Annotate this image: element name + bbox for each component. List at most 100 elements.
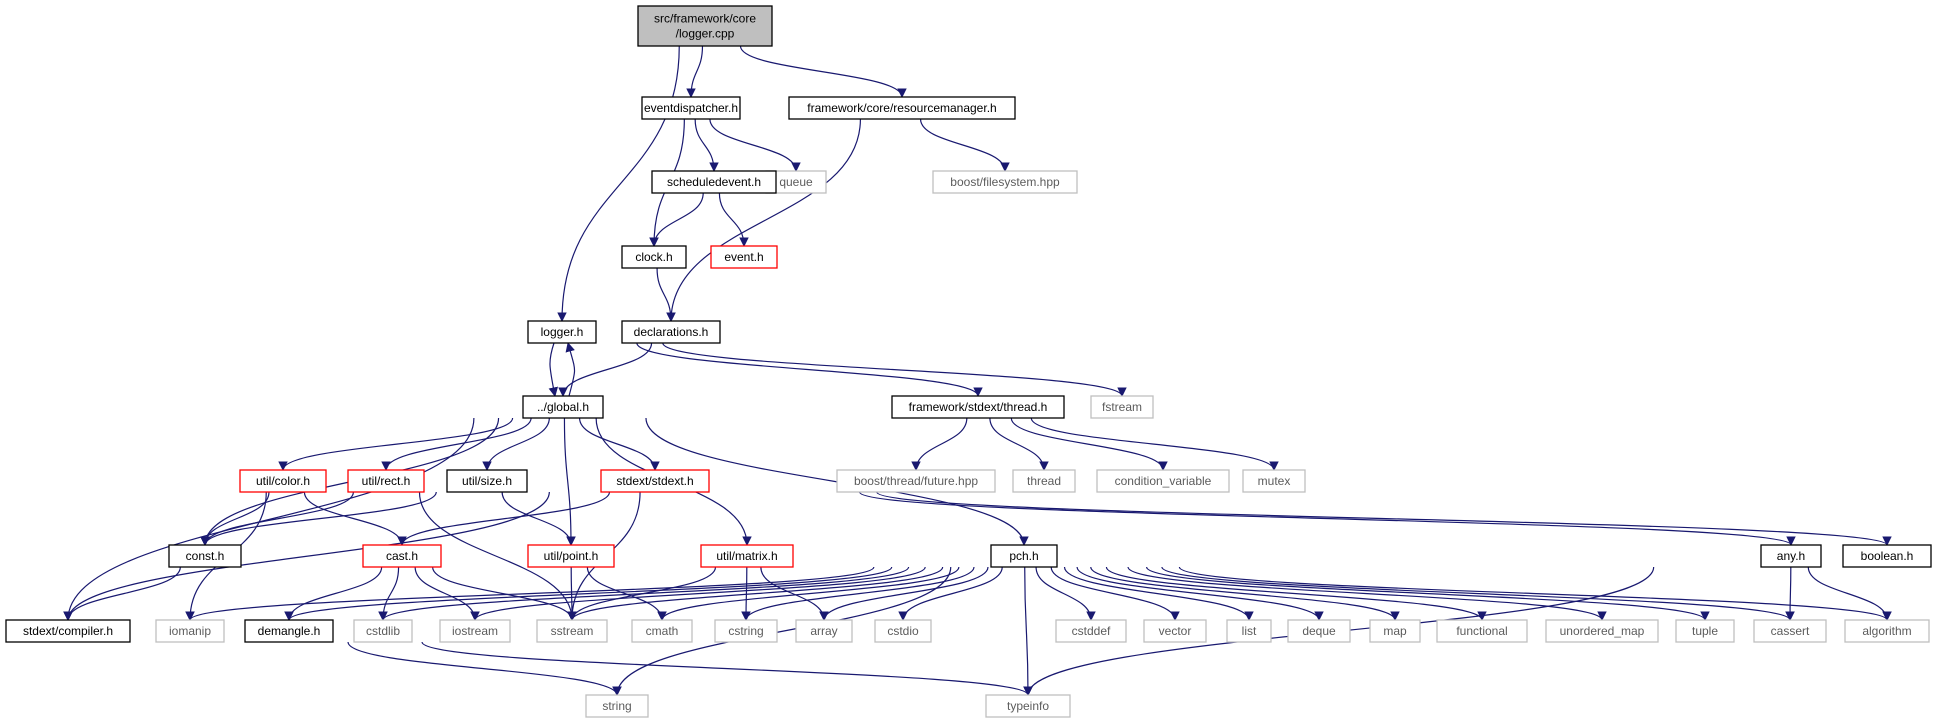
node-box-tuple [1675,619,1735,643]
node-box-condvar [1096,469,1230,493]
node-pch[interactable]: pch.h [990,544,1058,568]
edge-logger-to-thread_h [636,342,983,397]
node-box-cstdlib [353,619,413,643]
edge-global-to-point [563,417,576,546]
edge-thread_h-to-condvar [1010,417,1168,471]
node-compiler[interactable]: stdext/compiler.h [5,619,131,643]
edge-global-to-logger [565,342,576,397]
node-event[interactable]: event.h [710,245,778,269]
node-box-cmath [631,619,693,643]
node-label-color: util/color.h [256,474,310,488]
node-label-tuple: tuple [1692,624,1718,638]
node-box-global [522,395,604,419]
node-const[interactable]: const.h [168,544,242,568]
node-any[interactable]: any.h [1760,544,1822,568]
node-fstream: fstream [1090,395,1154,419]
node-label-any: any.h [1777,549,1805,563]
node-eventdispatcher[interactable]: eventdispatcher.h [641,96,741,120]
edge-pch-to-cstring [741,566,975,621]
node-string: string [585,694,649,718]
node-label-list: list [1242,624,1257,638]
node-label-eventdispatcher: eventdispatcher.h [644,101,738,115]
node-boolean[interactable]: boolean.h [1842,544,1932,568]
node-label-scheduledevent: scheduledevent.h [667,175,761,189]
node-label-vector: vector [1159,624,1192,638]
node-color[interactable]: util/color.h [239,469,327,493]
node-box-iomanip [155,619,225,643]
node-box-point [527,544,615,568]
node-logger[interactable]: logger.h [527,320,597,344]
node-global[interactable]: ../global.h [522,395,604,419]
node-thread_h[interactable]: framework/stdext/thread.h [891,395,1065,419]
node-demangle[interactable]: demangle.h [244,619,334,643]
node-clock[interactable]: clock.h [621,245,687,269]
node-label-thread: thread [1027,474,1061,488]
node-box-boostfs [932,170,1078,194]
node-label-thread_h: framework/stdext/thread.h [909,400,1048,414]
edge-cast-to-iostream [414,566,480,621]
node-label-iomanip: iomanip [169,624,211,638]
node-root[interactable]: src/framework/core/logger.cpp [637,5,773,47]
edge-pch-to-array [819,566,989,621]
edge-resourcemanager-to-boostfs [919,118,1010,172]
node-label-rect: util/rect.h [362,474,411,488]
node-tuple: tuple [1675,619,1735,643]
node-cstdlib: cstdlib [353,619,413,643]
edge-root-to-eventdispatcher [686,45,704,98]
node-rect[interactable]: util/rect.h [347,469,425,493]
node-box-any [1760,544,1822,568]
edge-pch-to-map [1090,566,1400,621]
node-point[interactable]: util/point.h [527,544,615,568]
node-box-functional [1436,619,1528,643]
node-future: boost/thread/future.hpp [836,469,996,493]
node-label-declarations: declarations.h [634,325,709,339]
node-condvar: condition_variable [1096,469,1230,493]
node-label-map: map [1383,624,1407,638]
node-cmath: cmath [631,619,693,643]
node-label-cast: cast.h [386,549,418,563]
node-map: map [1369,619,1421,643]
node-size[interactable]: util/size.h [446,469,528,493]
node-resourcemanager[interactable]: framework/core/resourcemanager.h [788,96,1016,120]
node-stdext[interactable]: stdext/stdext.h [600,469,710,493]
node-cstring: cstring [714,619,778,643]
edge-matrix-to-cstring [741,566,751,621]
edge-cast-to-demangle [284,566,383,621]
node-cstddef: cstddef [1055,619,1127,643]
node-box-event [710,245,778,269]
node-label-iostream: iostream [452,624,498,638]
node-box-string [585,694,649,718]
node-box-size [446,469,528,493]
edge-pch-to-iostream [470,566,926,621]
node-cast[interactable]: cast.h [362,544,442,568]
edge-eventdispatcher-to-scheduledevent [694,118,719,172]
node-box-iostream [439,619,511,643]
node-label-logger: logger.h [541,325,584,339]
edge-global-to-pch [645,417,1029,546]
edge-const-to-compiler [63,566,181,621]
node-box-unordered_map [1545,619,1659,643]
edge-scheduledevent-to-event [718,192,749,247]
edge-root-to-resourcemanager [739,45,907,98]
node-label-condvar: condition_variable [1115,474,1212,488]
edge-cast-to-sstream [432,566,577,621]
node-box-pch [990,544,1058,568]
edge-stdext-to-boolean [876,491,1892,546]
dependency-edges [63,45,1892,696]
node-label-root-line-1: src/framework/core [654,12,756,26]
node-box-const [168,544,242,568]
node-declarations[interactable]: declarations.h [621,320,721,344]
node-label-cmath: cmath [646,624,679,638]
node-scheduledevent[interactable]: scheduledevent.h [651,170,777,194]
node-box-typeinfo [985,694,1071,718]
node-box-list [1226,619,1272,643]
node-matrix[interactable]: util/matrix.h [700,544,794,568]
node-vector: vector [1143,619,1207,643]
node-label-boolean: boolean.h [1861,549,1914,563]
node-box-map [1369,619,1421,643]
node-box-vector [1143,619,1207,643]
node-label-stdext: stdext/stdext.h [616,474,693,488]
node-box-scheduledevent [651,170,777,194]
node-label-unordered_map: unordered_map [1560,624,1645,638]
node-box-logger [527,320,597,344]
